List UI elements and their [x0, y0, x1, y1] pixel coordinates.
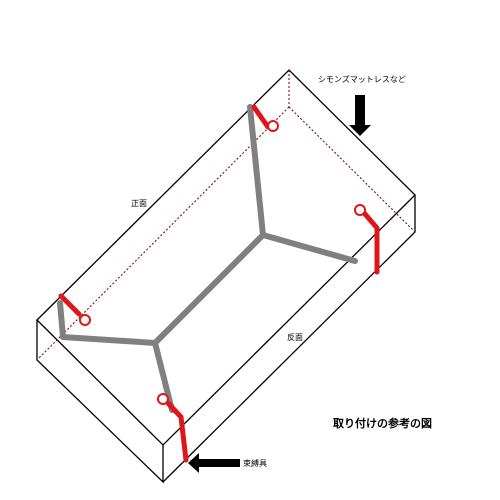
diagram-title: 取り付けの参考の図 — [333, 416, 432, 430]
fastener-label: 束縛具 — [243, 458, 267, 468]
strap-front-right — [260, 232, 358, 264]
mattress-arrow-icon — [349, 95, 371, 136]
hook-left — [58, 293, 91, 326]
box-front-face — [36, 320, 164, 484]
strap-back-right — [247, 104, 266, 238]
hook-front — [157, 393, 189, 463]
strap-main — [152, 232, 266, 346]
strap-system — [57, 104, 358, 413]
strap-front-left — [152, 340, 175, 413]
strap-back-left — [57, 300, 158, 346]
front-label: 正面 — [131, 199, 147, 208]
back-label: 反面 — [287, 332, 303, 342]
hook-right — [354, 204, 380, 275]
mattress-label: シモンズマットレスなど — [318, 74, 406, 84]
hidden-edges — [36, 70, 416, 361]
fastener-arrow-icon — [188, 453, 240, 473]
hook-top — [251, 104, 279, 132]
